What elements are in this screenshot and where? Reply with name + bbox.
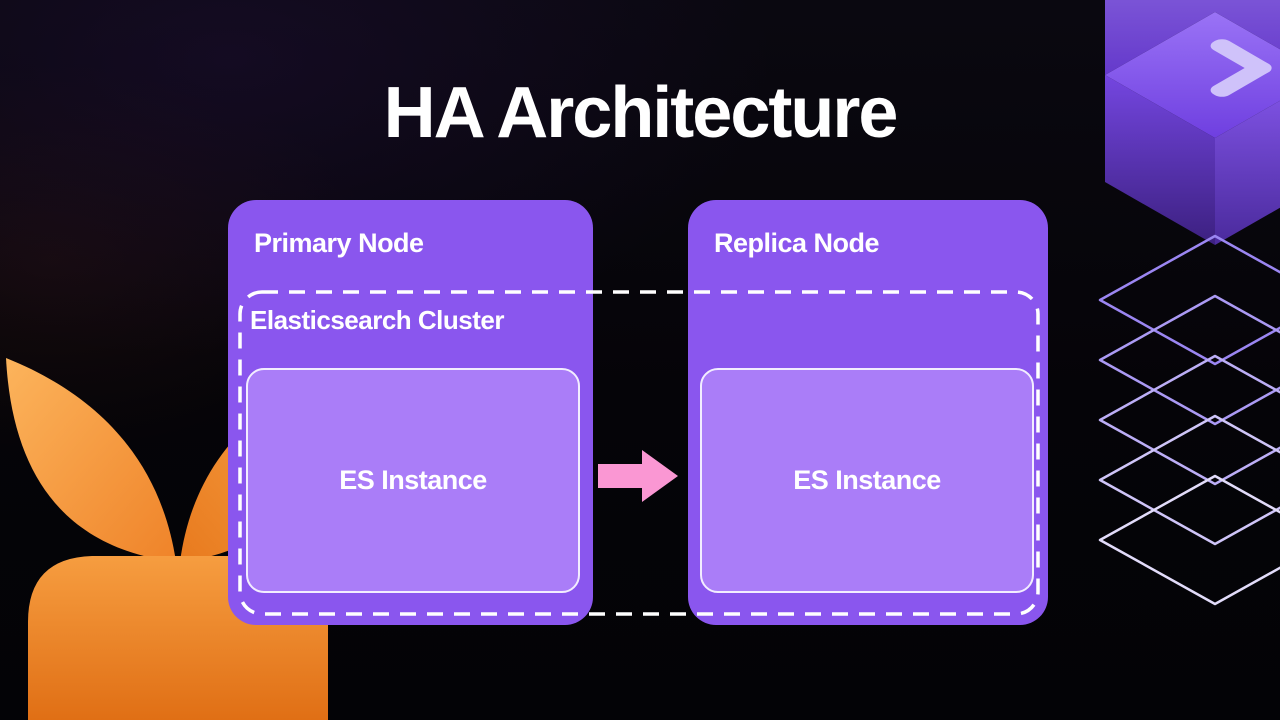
cluster-boundary	[238, 290, 1040, 616]
primary-es-instance: ES Instance	[246, 368, 580, 593]
replica-node-label: Replica Node	[714, 228, 880, 258]
replica-es-instance: ES Instance	[700, 368, 1034, 593]
primary-node-label: Primary Node	[254, 228, 424, 258]
layer-stack-decoration	[1098, 0, 1280, 606]
cluster-label: Elasticsearch Cluster	[250, 305, 504, 335]
primary-es-instance-label: ES Instance	[339, 465, 487, 495]
page-title: HA Architecture	[383, 73, 899, 153]
replication-arrow-icon	[598, 450, 678, 502]
replica-es-instance-label: ES Instance	[793, 465, 941, 495]
bracket-icon	[1210, 39, 1272, 97]
